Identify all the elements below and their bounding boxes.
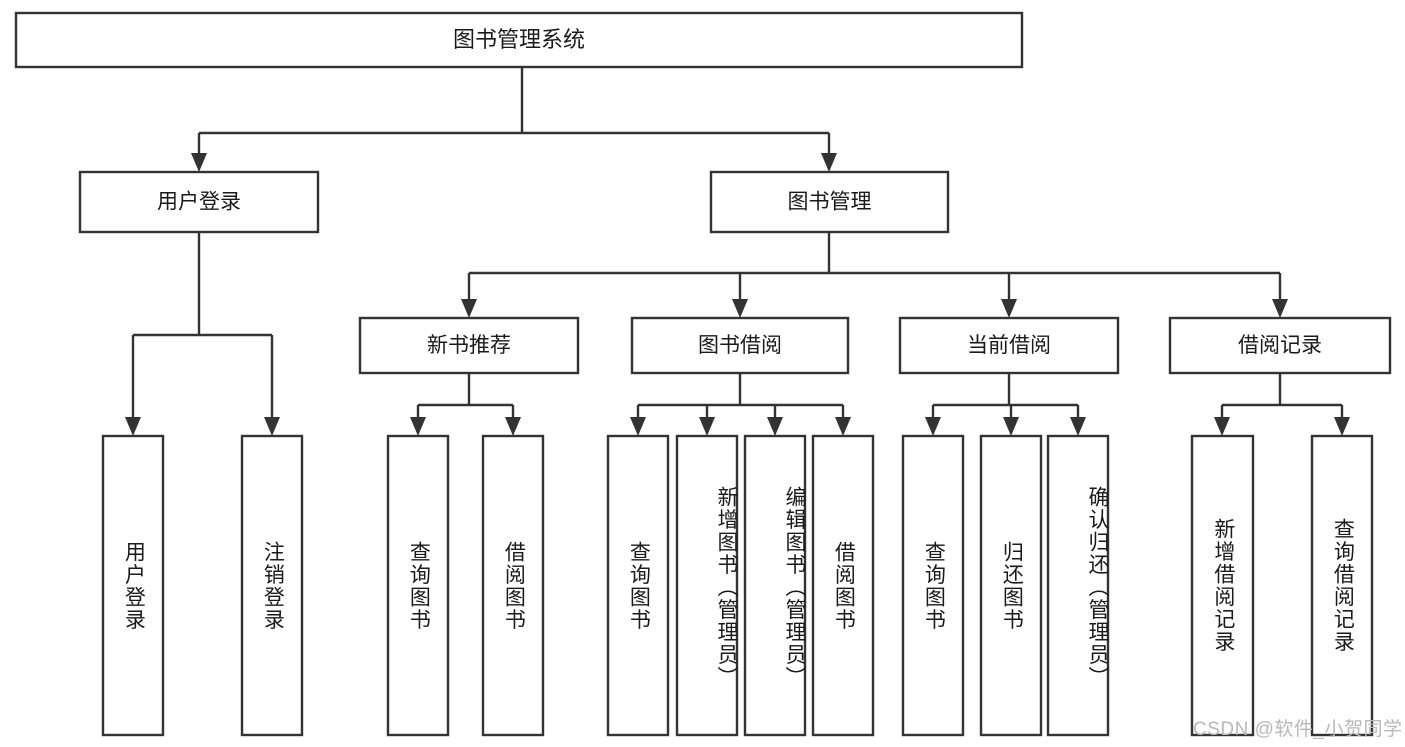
watermark-text: CSDN @软件_小贺同学 bbox=[1193, 719, 1403, 740]
arrow-head-icon bbox=[1214, 417, 1230, 436]
arrow-head-icon bbox=[264, 417, 280, 436]
node-leaf-user-login[interactable] bbox=[101, 434, 165, 737]
node-root-system-label: 图书管理系统 bbox=[453, 27, 585, 52]
node-user-login[interactable]: 用户登录 bbox=[78, 170, 320, 234]
arrow-head-icon bbox=[1003, 417, 1019, 436]
node-leaf-borrow-book-2-rect bbox=[811, 434, 875, 737]
node-leaf-query-book-1-rect bbox=[386, 434, 450, 737]
node-leaf-logout-rect bbox=[240, 434, 304, 737]
node-leaf-return-book[interactable] bbox=[979, 434, 1043, 737]
node-current-borrow-rect bbox=[898, 316, 1120, 375]
node-leaf-borrow-book-2[interactable] bbox=[811, 434, 875, 737]
arrow-head-icon bbox=[461, 299, 477, 318]
arrow-head-icon bbox=[410, 417, 426, 436]
node-leaf-query-book-1[interactable] bbox=[386, 434, 450, 737]
arrow-head-icon bbox=[1334, 417, 1350, 436]
node-leaf-add-book[interactable] bbox=[675, 434, 739, 737]
node-book-borrow-rect bbox=[630, 316, 850, 375]
node-user-login-label: 用户登录 bbox=[157, 191, 241, 214]
node-leaf-edit-book-rect bbox=[743, 434, 807, 737]
node-leaf-query-book-2-rect bbox=[606, 434, 670, 737]
arrow-head-icon bbox=[125, 417, 141, 436]
node-leaf-add-book-rect bbox=[675, 434, 739, 737]
node-leaf-query-book-2[interactable] bbox=[606, 434, 670, 737]
node-new-book-rec-rect bbox=[358, 316, 580, 375]
arrow-head-icon bbox=[1001, 299, 1017, 318]
node-leaf-confirm-return-rect bbox=[1046, 434, 1110, 737]
arrow-head-icon bbox=[1272, 299, 1288, 318]
node-leaf-user-login-rect bbox=[101, 434, 165, 737]
node-borrow-record-rect bbox=[1168, 316, 1392, 375]
node-leaf-borrow-book-1-rect bbox=[481, 434, 545, 737]
node-book-borrow-label: 图书借阅 bbox=[698, 334, 782, 357]
node-leaf-query-book-3[interactable] bbox=[901, 434, 965, 737]
node-leaf-query-record-rect bbox=[1310, 434, 1374, 737]
node-book-borrow[interactable]: 图书借阅 bbox=[630, 316, 850, 375]
node-borrow-record-label: 借阅记录 bbox=[1238, 334, 1322, 357]
arrow-head-icon bbox=[925, 417, 941, 436]
node-leaf-borrow-book-1[interactable] bbox=[481, 434, 545, 737]
node-current-borrow[interactable]: 当前借阅 bbox=[898, 316, 1120, 375]
node-leaf-confirm-return[interactable] bbox=[1046, 434, 1110, 737]
arrow-head-icon bbox=[191, 153, 207, 172]
node-new-book-rec-label: 新书推荐 bbox=[427, 334, 511, 357]
node-book-manage-label: 图书管理 bbox=[788, 191, 872, 214]
arrow-head-icon bbox=[821, 153, 837, 172]
node-leaf-add-record-rect bbox=[1190, 434, 1255, 737]
node-leaf-logout[interactable] bbox=[240, 434, 304, 737]
node-leaf-query-record[interactable] bbox=[1310, 434, 1374, 737]
arrow-head-icon bbox=[630, 417, 646, 436]
node-borrow-record[interactable]: 借阅记录 bbox=[1168, 316, 1392, 375]
node-current-borrow-label: 当前借阅 bbox=[967, 334, 1051, 357]
node-root-system[interactable]: 图书管理系统 bbox=[14, 11, 1024, 69]
node-book-manage[interactable]: 图书管理 bbox=[709, 170, 950, 234]
node-user-login-rect bbox=[78, 170, 320, 234]
node-root-system-rect bbox=[14, 11, 1024, 69]
node-new-book-rec[interactable]: 新书推荐 bbox=[358, 316, 580, 375]
node-leaf-query-book-3-rect bbox=[901, 434, 965, 737]
node-leaf-return-book-rect bbox=[979, 434, 1043, 737]
arrow-head-icon bbox=[835, 417, 851, 436]
node-book-manage-rect bbox=[709, 170, 950, 234]
arrow-head-icon bbox=[732, 299, 748, 318]
arrow-head-icon bbox=[1070, 417, 1086, 436]
node-leaf-add-record[interactable] bbox=[1190, 434, 1255, 737]
arrow-head-icon bbox=[699, 417, 715, 436]
node-leaf-edit-book[interactable] bbox=[743, 434, 807, 737]
arrow-head-icon bbox=[767, 417, 783, 436]
arrow-head-icon bbox=[505, 417, 521, 436]
